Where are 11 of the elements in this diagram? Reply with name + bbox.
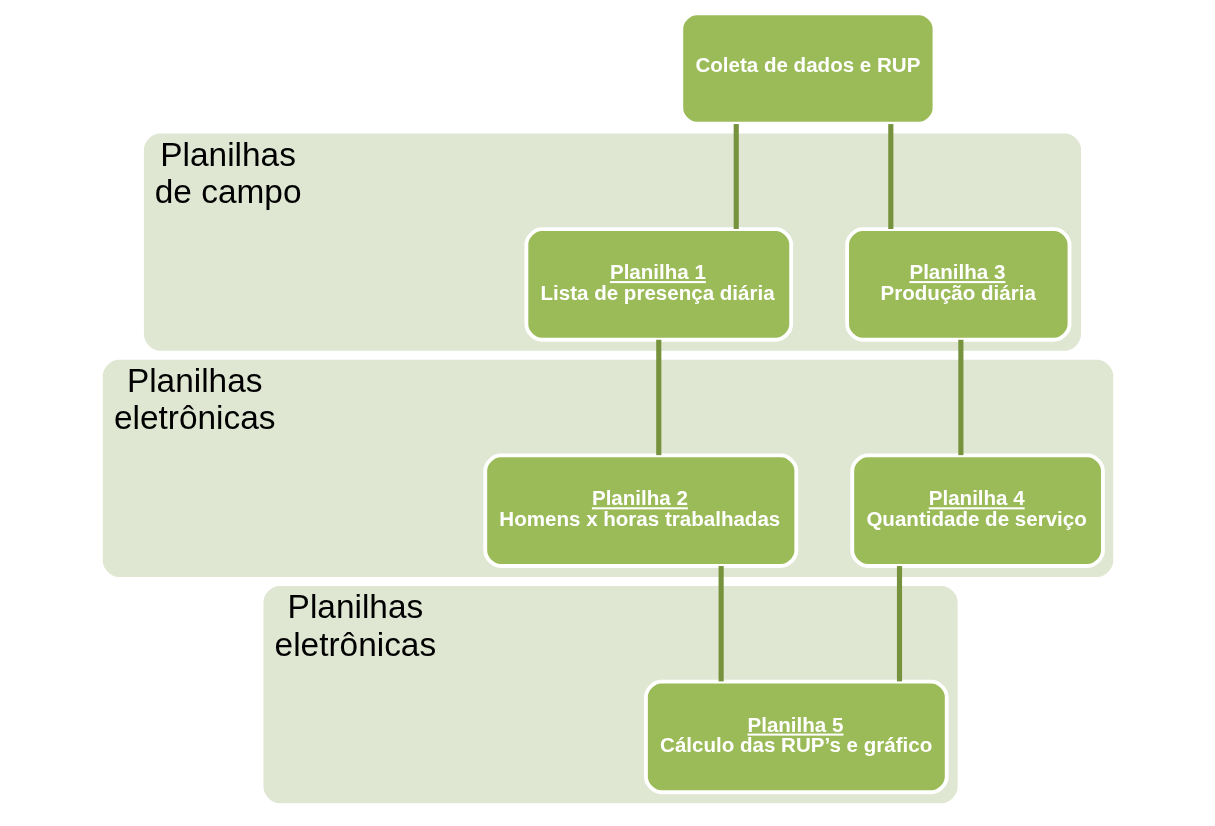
- connector: [655, 339, 661, 456]
- node-box: Planilha 5 Cálculo das RUP’s e gráfico: [643, 679, 949, 795]
- connector: [718, 566, 724, 682]
- node-box: Planilha 1 Lista de presença diária: [523, 227, 793, 342]
- connector: [887, 124, 893, 229]
- connector: [896, 566, 902, 682]
- node-box: Planilha 4 Quantidade de serviço: [849, 453, 1105, 568]
- connector: [957, 339, 963, 456]
- connector: [733, 124, 739, 229]
- node-box: Planilha 2 Homens x horas trabalhadas: [482, 453, 798, 568]
- node-box: Planilha 3 Produção diária: [844, 227, 1071, 342]
